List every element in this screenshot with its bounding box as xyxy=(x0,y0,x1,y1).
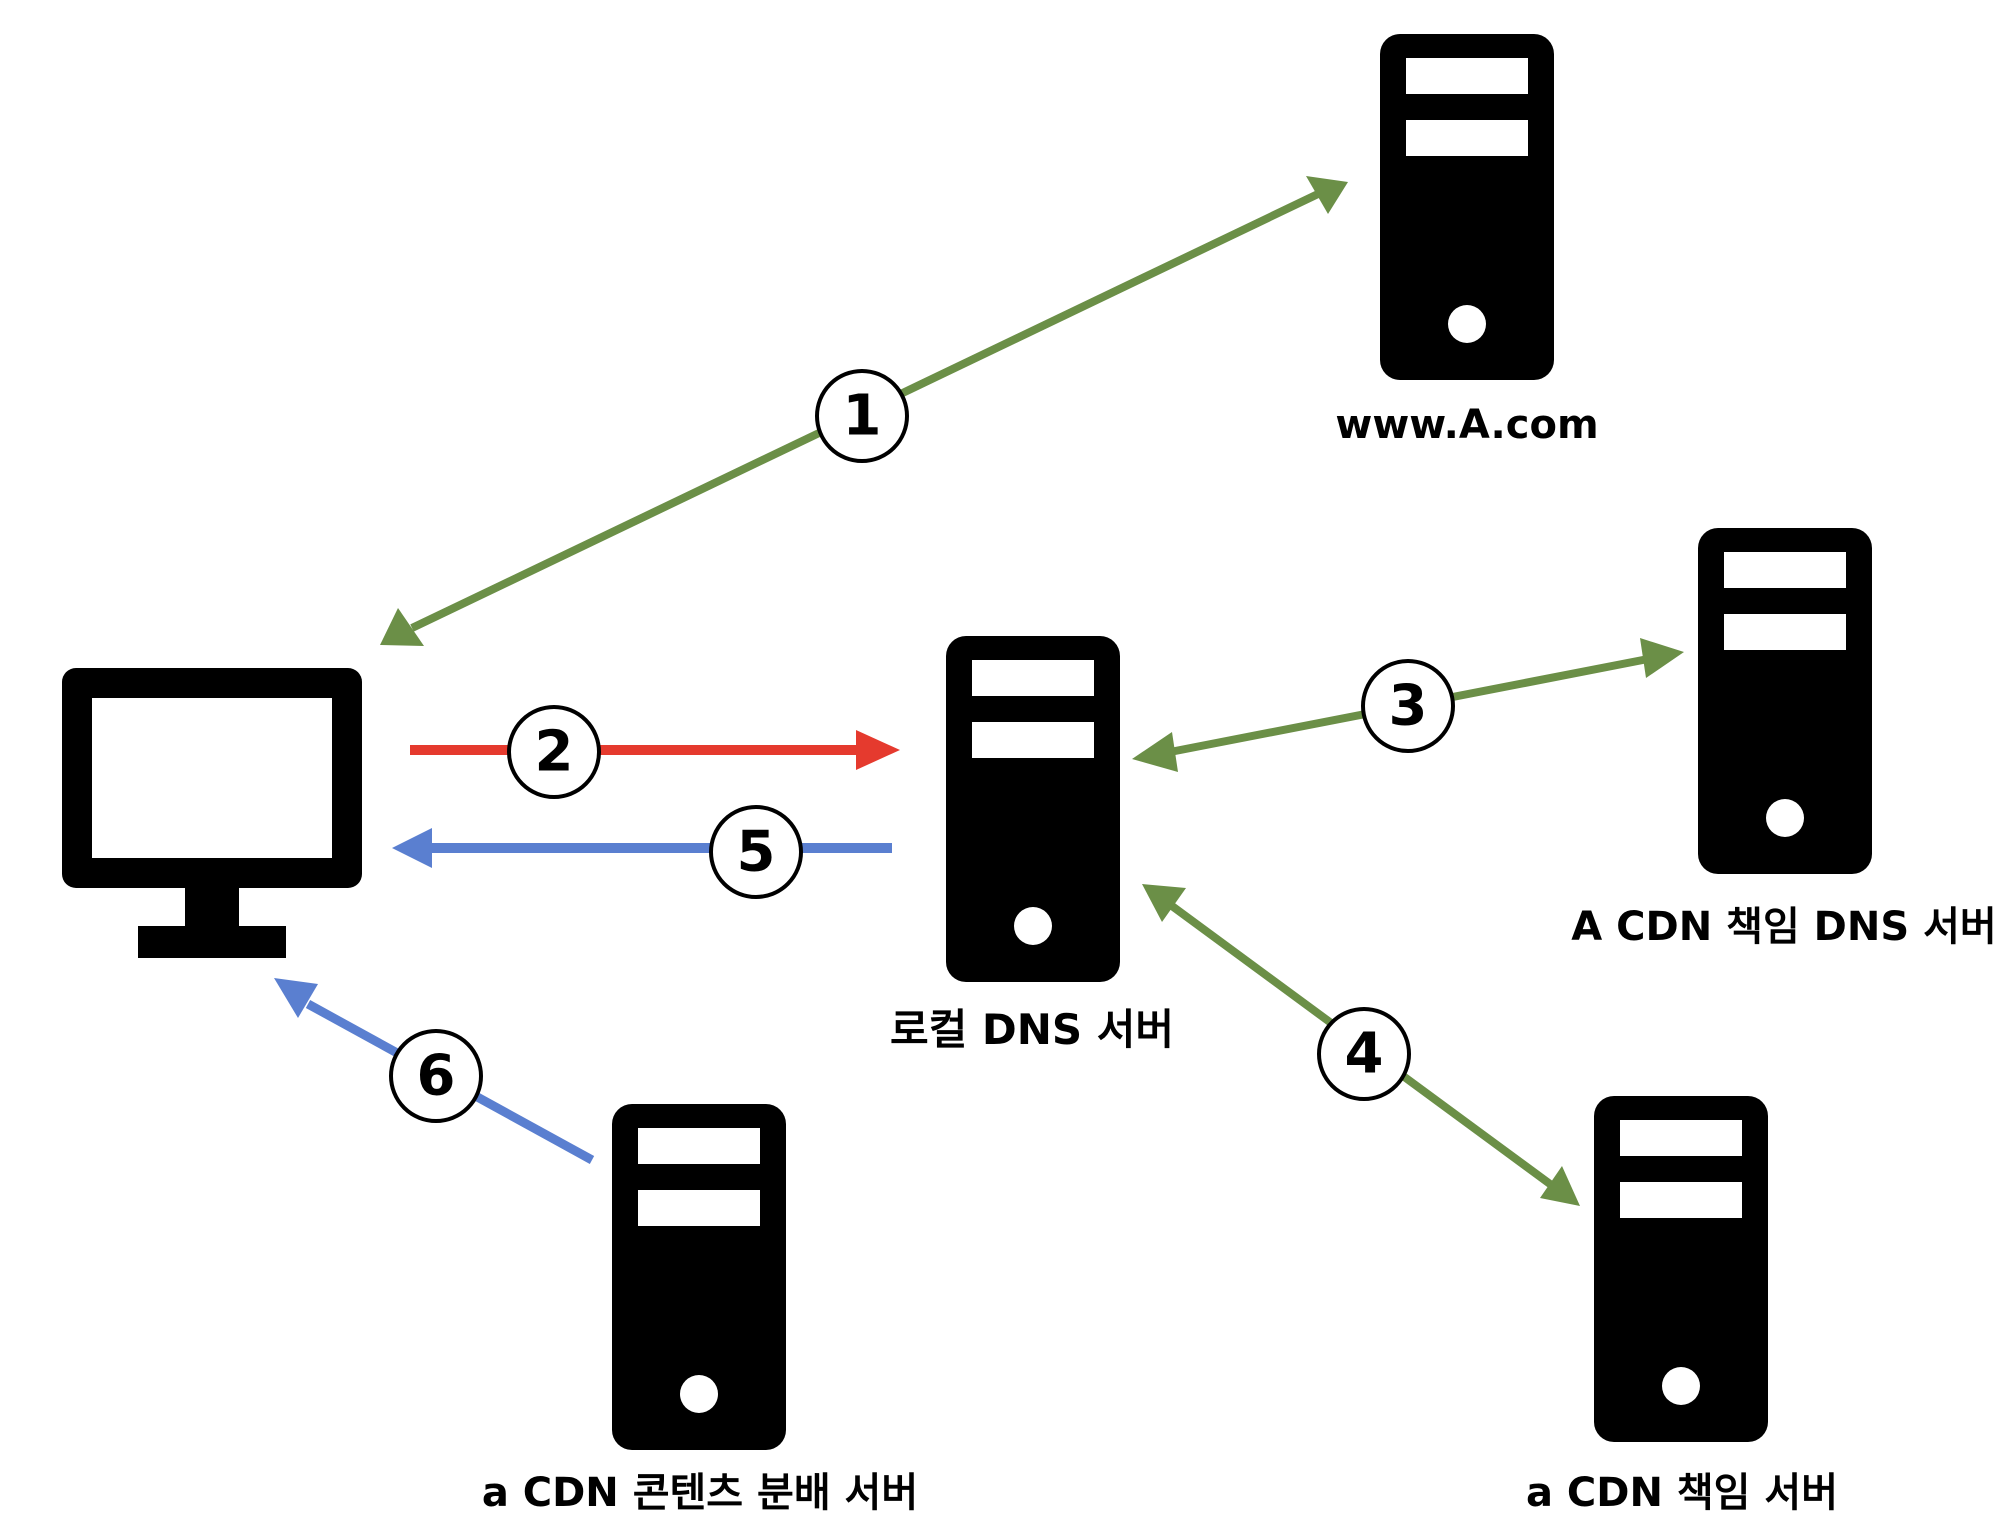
step-badge-5: 5 xyxy=(709,805,803,899)
server-tower-icon xyxy=(1594,1096,1768,1442)
step-number-6: 6 xyxy=(417,1044,456,1109)
step-number-3: 3 xyxy=(1389,674,1428,739)
step-number-4: 4 xyxy=(1345,1022,1384,1087)
label-cdn-content: a CDN 콘텐츠 분배 서버 xyxy=(482,1470,918,1514)
step-badge-3: 3 xyxy=(1361,659,1455,753)
step-badge-2: 2 xyxy=(507,705,601,799)
server-tower-icon xyxy=(1698,528,1872,874)
label-local-dns: 로컬 DNS 서버 xyxy=(890,1005,1174,1054)
server-tower-icon xyxy=(946,636,1120,982)
server-tower-icon xyxy=(1380,34,1554,380)
arrow-step-2 xyxy=(410,730,900,770)
step-badge-6: 6 xyxy=(389,1029,483,1123)
arrow-step-5 xyxy=(392,828,892,868)
step-number-2: 2 xyxy=(535,720,574,785)
step-number-5: 5 xyxy=(737,820,776,885)
step-badge-4: 4 xyxy=(1317,1007,1411,1101)
label-origin-server: www.A.com xyxy=(1335,402,1598,448)
label-cdn-authoritative-dns: A CDN 책임 DNS 서버 xyxy=(1571,904,1996,950)
label-cdn-authoritative: a CDN 책임 서버 xyxy=(1526,1470,1838,1514)
step-number-1: 1 xyxy=(843,384,882,449)
computer-monitor-icon xyxy=(62,668,362,958)
step-badge-1: 1 xyxy=(815,369,909,463)
server-tower-icon xyxy=(612,1104,786,1450)
